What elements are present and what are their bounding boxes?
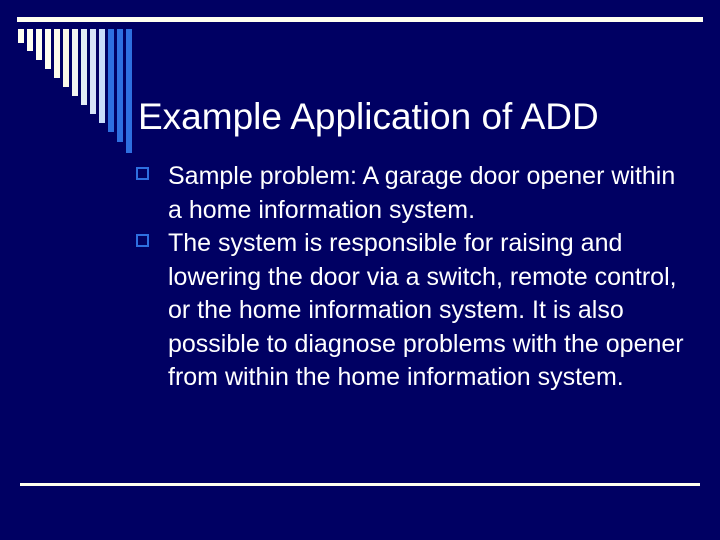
deco-bar [81,29,87,105]
deco-bar [36,29,42,60]
descending-bars-graphic [18,29,132,154]
list-item: Sample problem: A garage door opener wit… [134,160,694,227]
deco-bar [108,29,114,132]
deco-bar [54,29,60,78]
deco-bar [117,29,123,142]
slide-body-content: Sample problem: A garage door opener wit… [134,160,694,395]
hollow-square-bullet-icon [136,234,149,247]
list-item-text: Sample problem: A garage door opener wit… [168,162,676,224]
deco-bar [18,29,24,43]
list-item-text: The system is responsible for raising an… [168,229,684,391]
deco-bar [72,29,78,96]
deco-bar [126,29,132,153]
deco-bar [27,29,33,51]
bottom-divider-rule [20,483,700,486]
deco-bar [45,29,51,69]
list-item: The system is responsible for raising an… [134,227,694,395]
deco-bar [90,29,96,114]
deco-bar [99,29,105,123]
top-divider-rule [17,17,703,22]
hollow-square-bullet-icon [136,167,149,180]
deco-bar [63,29,69,87]
page-title: Example Application of ADD [138,95,599,137]
